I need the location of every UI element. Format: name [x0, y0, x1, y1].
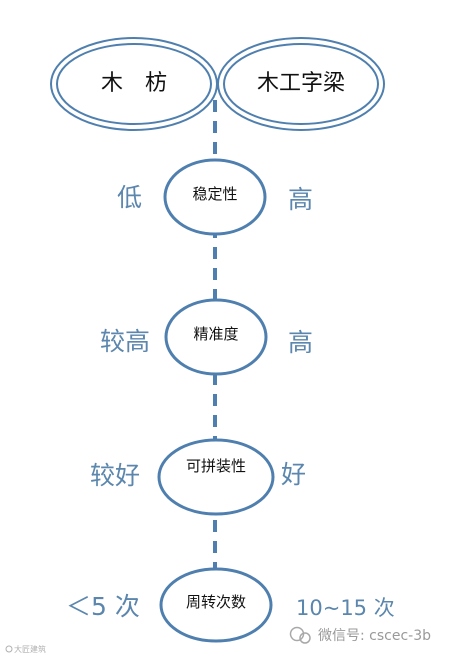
criterion-oval-stability	[163, 158, 267, 236]
watermark-small-logo: 大匠建筑	[14, 645, 46, 654]
wechat-icon	[289, 626, 311, 644]
left-value-precision: 较高	[100, 327, 151, 356]
header-oval-right	[217, 37, 385, 131]
header-label-wood-square: 木 枋	[100, 71, 167, 96]
criterion-label-precision: 精准度	[193, 325, 239, 343]
criterion-oval-assembly	[157, 438, 275, 516]
criterion-label-assembly: 可拼装性	[185, 457, 246, 475]
right-value-turnover: 10~15 次	[296, 596, 395, 620]
criterion-label-stability: 稳定性	[192, 185, 238, 203]
small-logo-icon	[5, 645, 13, 653]
criterion-oval-precision	[164, 298, 268, 376]
criterion-label-turnover: 周转次数	[185, 593, 246, 611]
header-label-wood-i-beam: 木工字梁	[256, 71, 345, 96]
left-value-turnover: ＜5 次	[66, 592, 140, 621]
watermark-wechat-id: 微信号: cscec-3b	[318, 628, 432, 644]
header-oval-left	[50, 37, 218, 131]
criterion-oval-turnover	[159, 567, 273, 643]
right-value-precision: 高	[288, 328, 314, 357]
left-value-stability: 低	[117, 183, 143, 212]
right-value-stability: 高	[288, 185, 314, 214]
right-value-assembly: 好	[281, 460, 307, 489]
left-value-assembly: 较好	[90, 461, 141, 490]
